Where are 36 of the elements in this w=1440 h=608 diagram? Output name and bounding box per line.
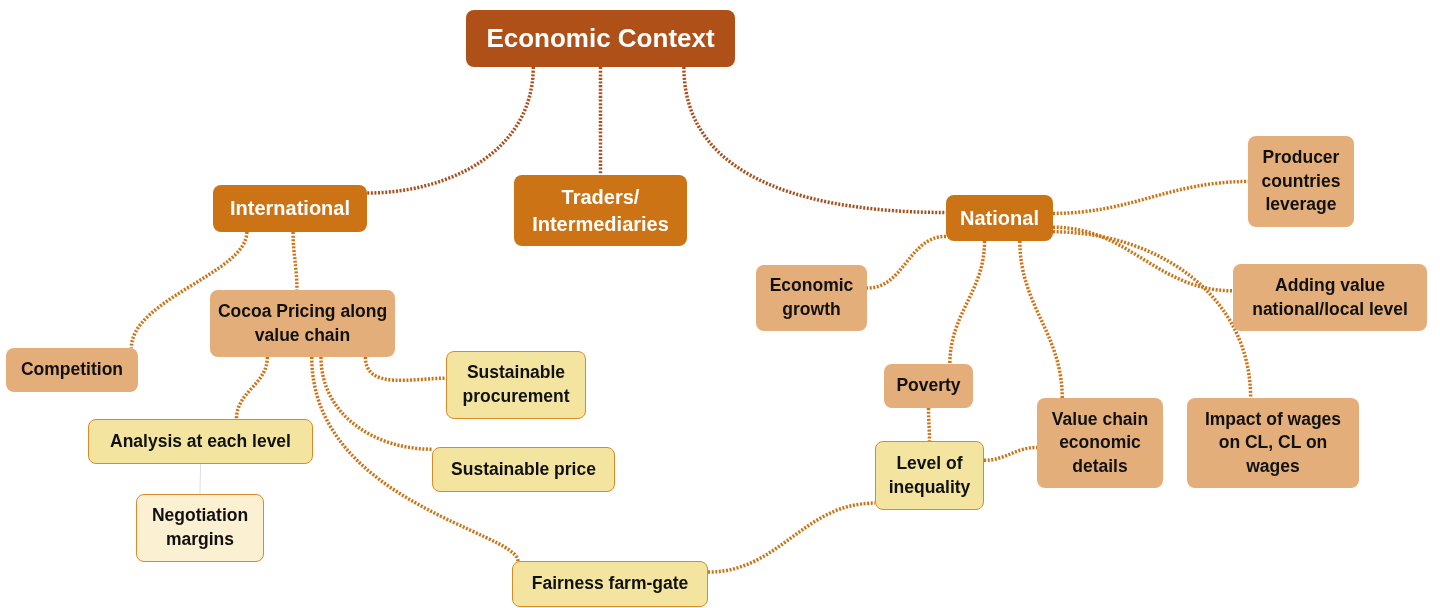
topic-box: National <box>946 195 1053 241</box>
connector-line <box>1052 179 1249 216</box>
topic-box: Producer countries leverage <box>1248 136 1354 227</box>
topic-box: Cocoa Pricing along value chain <box>210 290 395 357</box>
topic-box: International <box>213 185 367 232</box>
topic-box: Sustainable price <box>432 447 615 492</box>
connector-line <box>1052 230 1253 399</box>
topic-box: Traders/ Intermediaries <box>514 175 687 246</box>
connector-line <box>707 501 876 574</box>
topic-box: Economic Context <box>466 10 735 67</box>
connector-line <box>866 234 947 290</box>
connector-line <box>1052 225 1234 293</box>
topic-box: Economic growth <box>756 265 867 331</box>
topic-box: Competition <box>6 348 138 392</box>
connector-line <box>1018 240 1064 399</box>
topic-box: Sustainable procurement <box>446 351 586 419</box>
topic-box: Level of inequality <box>875 441 984 510</box>
topic-box: Poverty <box>884 364 973 408</box>
connector-line <box>129 231 249 349</box>
topic-box: Analysis at each level <box>88 419 313 464</box>
connector-line <box>948 240 987 365</box>
topic-box: Value chain economic details <box>1037 398 1163 488</box>
connector-line <box>363 356 447 383</box>
topic-box: Adding value national/local level <box>1233 264 1427 331</box>
connector-line <box>319 356 433 451</box>
connector-line <box>598 67 603 175</box>
connector-line <box>926 408 932 441</box>
topic-box: Fairness farm-gate <box>512 561 708 607</box>
connector-line <box>983 445 1038 463</box>
topic-box: Impact of wages on CL, CL on wages <box>1187 398 1359 488</box>
connector-line <box>310 356 520 562</box>
connector-line <box>682 66 947 215</box>
topic-box: Negotiation margins <box>136 494 264 562</box>
connector-line <box>234 356 270 420</box>
connector-line <box>291 231 299 291</box>
connector-line <box>366 66 535 195</box>
